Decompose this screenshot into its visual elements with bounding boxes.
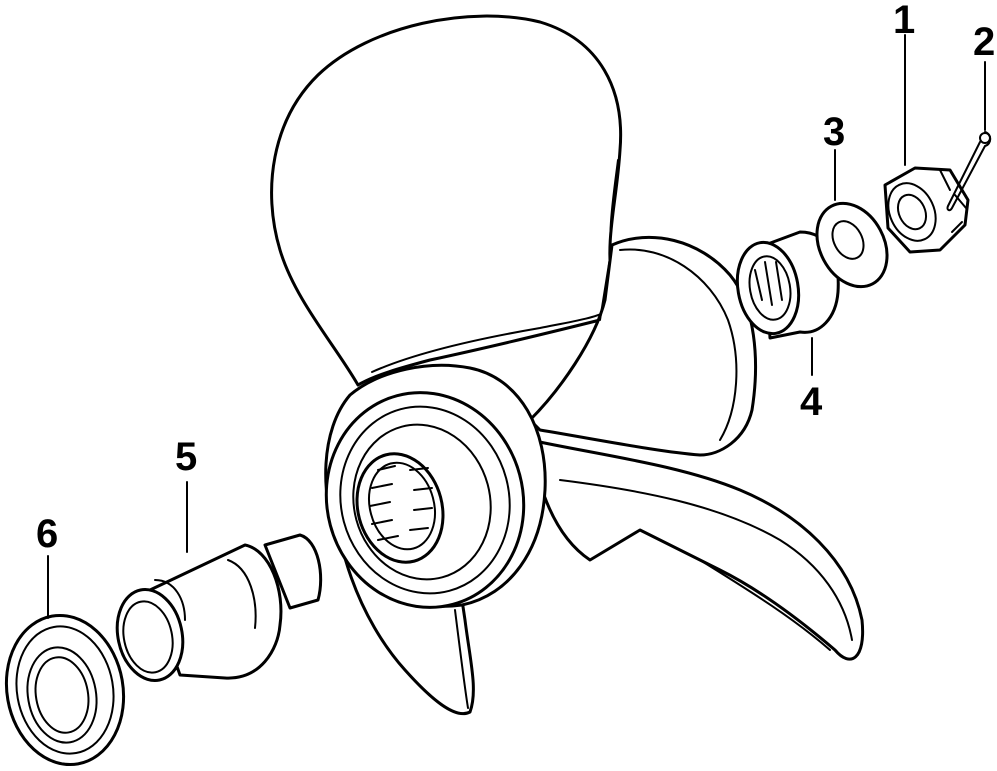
callout-5: 5 xyxy=(175,435,197,479)
propeller-splined-bore xyxy=(355,452,445,564)
propeller-lower-blade xyxy=(528,438,865,661)
callout-4: 4 xyxy=(800,380,823,424)
callout-1: 1 xyxy=(893,0,915,42)
bore-splines xyxy=(369,465,433,541)
callout-2: 2 xyxy=(973,20,995,64)
propeller-right-blade xyxy=(528,235,757,457)
callout-6: 6 xyxy=(36,512,58,556)
part-5-thrust-hub xyxy=(115,533,323,682)
propeller xyxy=(270,14,865,716)
part-4-spacer xyxy=(735,230,840,340)
leader-lines xyxy=(47,34,986,619)
part-3-washer xyxy=(815,201,889,289)
callout-3: 3 xyxy=(823,110,845,154)
part-6-thrust-washer xyxy=(4,613,126,767)
part-1-castle-nut xyxy=(883,166,970,254)
part-2-cotter-pin xyxy=(946,131,992,212)
propeller-upper-blade xyxy=(270,14,623,387)
